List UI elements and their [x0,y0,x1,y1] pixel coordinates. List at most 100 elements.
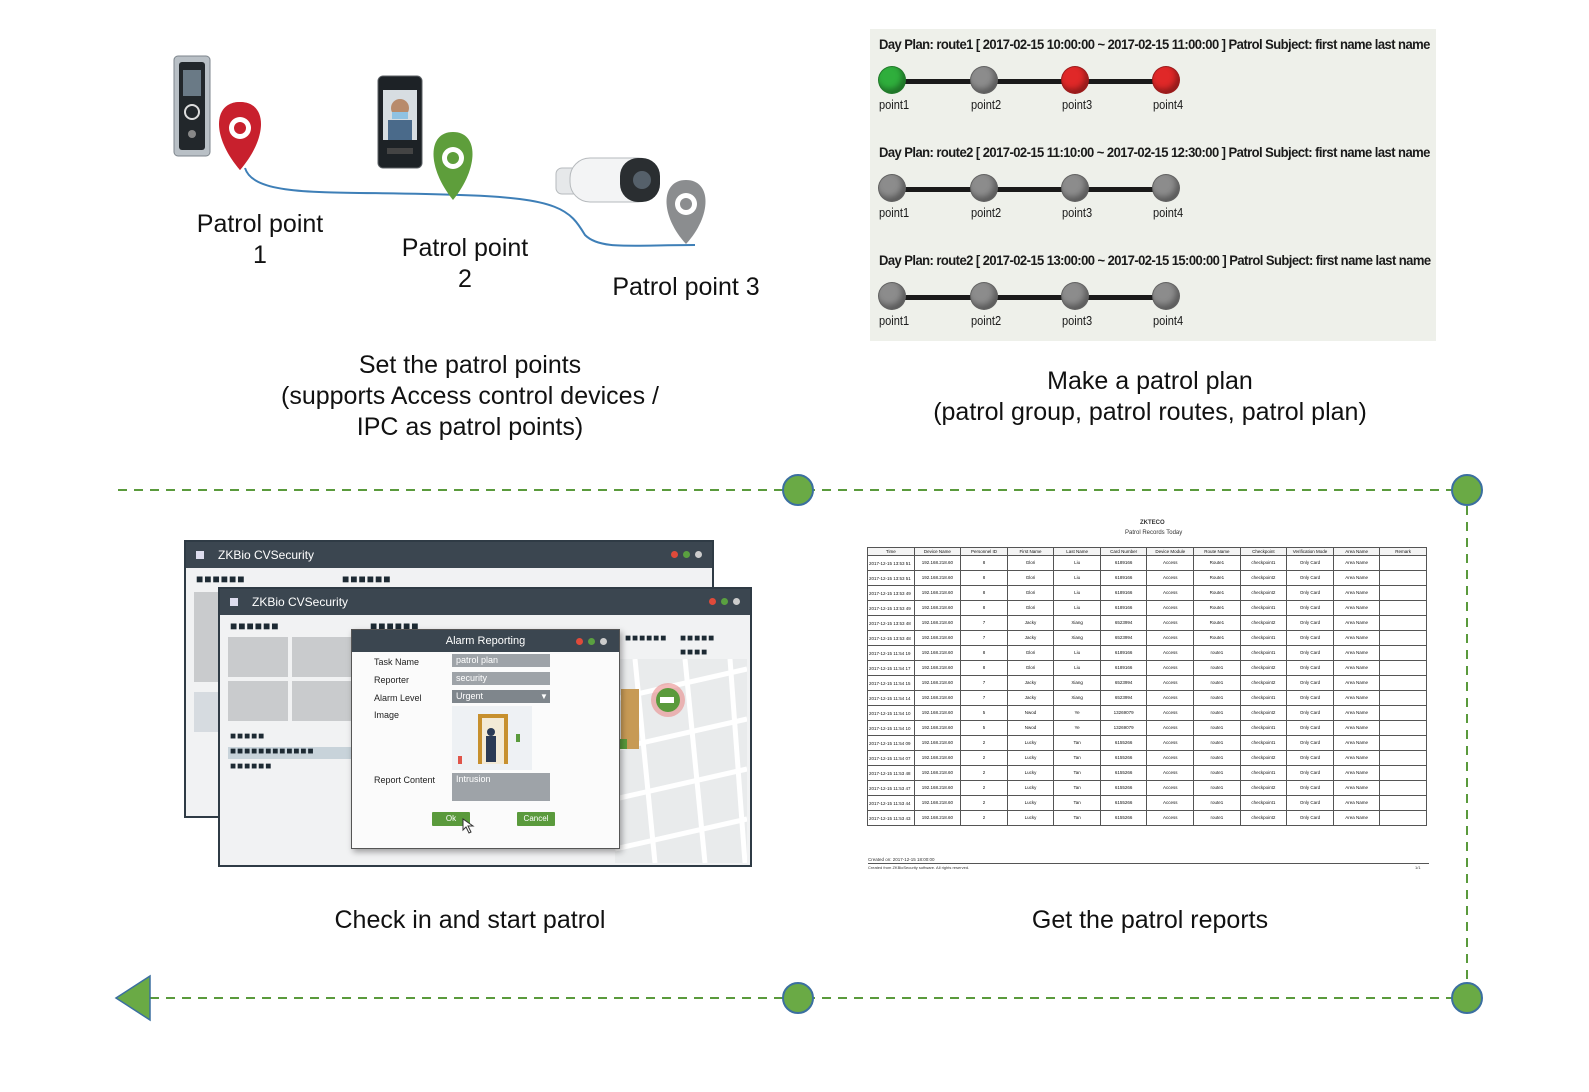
chevron-down-icon[interactable]: ▼ [540,692,548,701]
maximize-dot-icon[interactable] [721,598,728,605]
table-header-cell: Time [867,547,915,556]
table-cell: Area Name [1332,675,1381,691]
table-cell: 2017-12-15 11:54 10 [867,705,915,721]
table-cell: 6523994 [1099,675,1148,691]
table-cell: route1 [1193,660,1241,676]
table-cell: 6189166 [1099,570,1148,586]
route-point-node[interactable] [878,282,906,310]
table-cell: Only Card [1286,645,1334,661]
table-cell: Tan [1053,780,1101,796]
table-cell: 6523994 [1099,615,1148,631]
panel-placeholder [194,692,220,732]
flow-node [1451,982,1483,1014]
task-name-field[interactable]: patrol plan [452,654,550,667]
menu-icon[interactable] [230,598,238,606]
table-cell: 13269079 [1099,720,1148,736]
table-cell: Only Card [1286,705,1334,721]
route-point-node[interactable] [1061,174,1089,202]
video-tile[interactable] [228,681,288,721]
route-point-node[interactable] [1152,66,1180,94]
report-content-label: Report Content [374,775,436,785]
video-tile[interactable] [292,637,352,677]
table-cell: 2017-12-15 11:53 47 [867,780,915,796]
table-cell: 2 [960,810,1008,826]
report-content-field[interactable]: Intrusion [452,773,550,801]
route-point-node[interactable] [1061,66,1089,94]
video-tile[interactable] [228,637,288,677]
report-title: Patrol Records Today [1125,530,1183,536]
table-cell: 192.168.218.60 [913,600,962,616]
table-cell: route1 [1193,690,1241,706]
masked-text: ■■■■ [680,647,709,658]
video-tile[interactable] [292,681,352,721]
table-cell: 2017-12-15 11:54 17 [867,660,915,676]
close-dot-icon[interactable] [709,598,716,605]
table-cell: Lucky [1006,810,1055,826]
patrol-point-label-2: Patrol point 2 [401,234,529,293]
camera-alert-icon[interactable] [650,682,686,718]
table-cell: 6155266 [1099,765,1148,781]
table-cell: 6189166 [1099,660,1148,676]
caption-check-in: Check in and start patrol [334,906,606,934]
menu-icon[interactable] [196,551,204,559]
minimize-dot-icon[interactable] [600,638,607,645]
route-point-node[interactable] [1152,174,1180,202]
route-point-node[interactable] [878,174,906,202]
table-header-cell: Last Name [1053,547,1101,556]
maximize-dot-icon[interactable] [683,551,690,558]
table-cell: 7 [960,615,1008,631]
flow-node [782,474,814,506]
table-header-cell: First Name [1006,547,1055,556]
table-cell: 192.168.218.60 [913,645,962,661]
table-cell: 5 [960,720,1008,736]
minimize-dot-icon[interactable] [733,598,740,605]
table-cell: Route1 [1193,600,1241,616]
table-cell: Access [1146,675,1195,691]
route-point-node[interactable] [970,282,998,310]
map-view[interactable] [615,659,747,863]
table-cell [1379,615,1427,631]
minimize-dot-icon[interactable] [695,551,702,558]
route-point-label: point2 [971,205,1002,220]
table-cell: Access [1146,810,1195,826]
table-cell: 192.168.218.60 [913,690,962,706]
table-cell: Glori [1006,570,1055,586]
table-cell [1379,735,1427,751]
table-cell: 2017-12-15 13:53 51 [867,555,915,571]
table-cell: checkpoint1 [1239,645,1288,661]
cancel-button[interactable]: Cancel [517,812,555,826]
maximize-dot-icon[interactable] [588,638,595,645]
alarm-level-select[interactable]: Urgent [452,690,550,703]
masked-text: ■■■■■■■■■■■■ [230,746,315,757]
table-cell: 2017-12-15 11:54 19 [867,645,915,661]
face-recognition-terminal-icon [377,75,423,169]
ok-button[interactable]: Ok [432,812,470,826]
table-cell: 2 [960,735,1008,751]
reporter-field[interactable]: security [452,672,550,685]
table-header-cell: Checkpoint [1239,547,1288,556]
close-dot-icon[interactable] [671,551,678,558]
route-point-node[interactable] [878,66,906,94]
dialog-title: Alarm Reporting [352,630,619,652]
table-cell: 7 [960,690,1008,706]
close-dot-icon[interactable] [576,638,583,645]
route-point-node[interactable] [970,66,998,94]
table-cell: Tan [1053,735,1101,751]
route-point-node[interactable] [1152,282,1180,310]
route-point-node[interactable] [1061,282,1089,310]
patrol-route-curve [244,167,696,247]
route-point-node[interactable] [970,174,998,202]
list-row-highlight[interactable] [228,747,353,759]
intrusion-image[interactable] [452,706,532,770]
table-cell: route1 [1193,810,1241,826]
panel-placeholder [194,592,220,682]
app-title: ZKBio CVSecurity [252,595,349,609]
table-cell: 6155266 [1099,795,1148,811]
table-cell: 8 [960,660,1008,676]
